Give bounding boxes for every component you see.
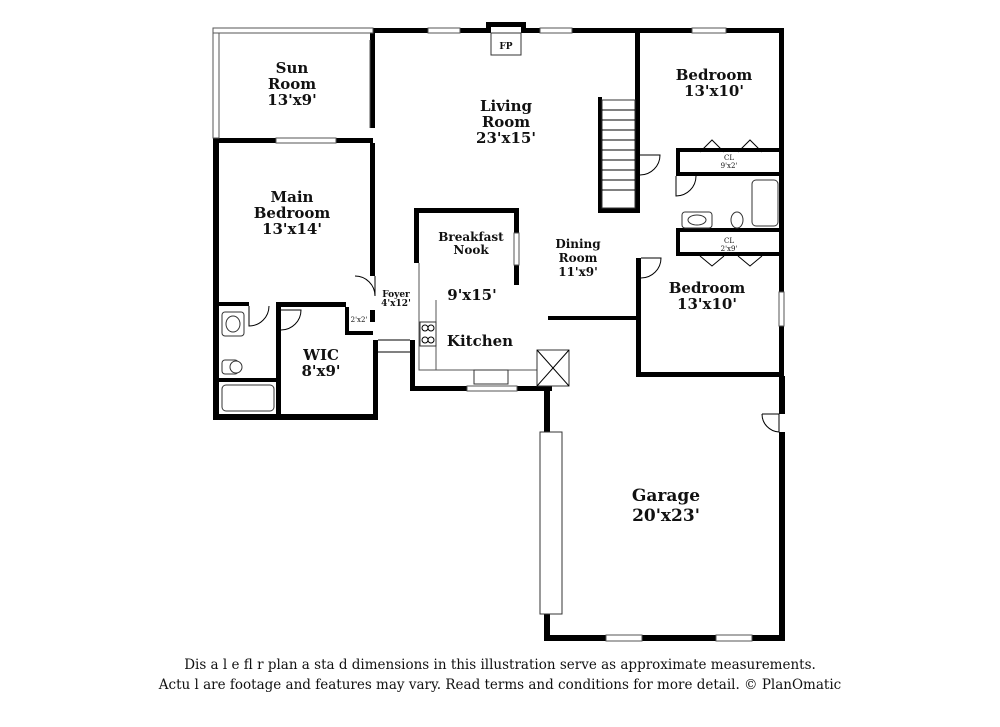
disclaimer-line-1: Dis a l e fl r plan a sta d dimensions i… — [184, 657, 816, 673]
svg-text:Kitchen: Kitchen — [447, 332, 513, 350]
svg-text:Bedroom: Bedroom — [254, 204, 331, 222]
bedroom-upper-label: Bedroom 13'x10' — [676, 66, 753, 100]
sun-room-label: Sun Room 13'x9' — [267, 59, 316, 109]
fireplace-label: FP — [499, 42, 512, 52]
foyer-label: Foyer 4'x12' — [381, 290, 411, 309]
svg-text:Breakfast: Breakfast — [438, 230, 504, 244]
wic-label: WIC 8'x9' — [301, 346, 340, 380]
kitchen-label: 9'x15' Kitchen — [447, 286, 513, 350]
living-room-label: Living Room 23'x15' — [476, 97, 536, 147]
svg-text:23'x15': 23'x15' — [476, 129, 536, 147]
svg-text:CL: CL — [724, 154, 734, 162]
svg-text:Dining: Dining — [555, 237, 601, 251]
svg-text:CL: CL — [724, 237, 734, 245]
svg-text:Room: Room — [482, 113, 530, 131]
svg-text:WIC: WIC — [302, 346, 339, 364]
svg-text:13'x14': 13'x14' — [262, 220, 322, 238]
svg-text:8'x9': 8'x9' — [301, 362, 340, 380]
small-closet-label: 2'x2' — [351, 316, 368, 324]
dining-room-label: Dining Room 11'x9' — [555, 237, 601, 279]
svg-text:13'x10': 13'x10' — [677, 295, 737, 313]
svg-text:Living: Living — [480, 97, 533, 115]
svg-text:Sun: Sun — [276, 59, 309, 77]
svg-text:2'x9': 2'x9' — [721, 245, 738, 253]
kitchen-fixtures — [418, 263, 570, 615]
breakfast-nook-label: Breakfast Nook — [438, 230, 504, 257]
windows — [275, 27, 785, 642]
doors — [248, 139, 780, 433]
svg-text:Nook: Nook — [453, 243, 489, 257]
svg-text:20'x23': 20'x23' — [632, 506, 700, 526]
bath-fixtures — [221, 179, 779, 412]
svg-text:13'x10': 13'x10' — [684, 82, 744, 100]
svg-text:Bedroom: Bedroom — [676, 66, 753, 84]
svg-text:Main: Main — [271, 188, 314, 206]
svg-text:13'x9': 13'x9' — [267, 91, 316, 109]
svg-text:Room: Room — [268, 75, 316, 93]
closet-upper-label: CL 9'x2' — [721, 154, 738, 170]
main-bedroom-label: Main Bedroom 13'x14' — [254, 188, 331, 238]
bedroom-lower-label: Bedroom 13'x10' — [669, 279, 746, 313]
svg-text:Bedroom: Bedroom — [669, 279, 746, 297]
svg-text:11'x9': 11'x9' — [558, 265, 598, 279]
closet-lower-label: CL 2'x9' — [721, 237, 738, 253]
disclaimer-line-2: Actu l are footage and features may vary… — [158, 677, 842, 693]
svg-text:9'x2': 9'x2' — [721, 162, 738, 170]
fireplace — [490, 32, 522, 56]
svg-text:Room: Room — [559, 251, 598, 265]
garage-label: Garage 20'x23' — [632, 486, 700, 526]
disclaimer: Dis a l e fl r plan a sta d dimensions i… — [0, 655, 1000, 695]
svg-text:Foyer: Foyer — [382, 290, 410, 300]
svg-text:9'x15': 9'x15' — [447, 286, 496, 304]
sun-room-outline — [212, 27, 374, 139]
svg-text:Garage: Garage — [632, 486, 700, 506]
stairs — [601, 99, 636, 209]
svg-text:4'x12': 4'x12' — [381, 299, 411, 309]
